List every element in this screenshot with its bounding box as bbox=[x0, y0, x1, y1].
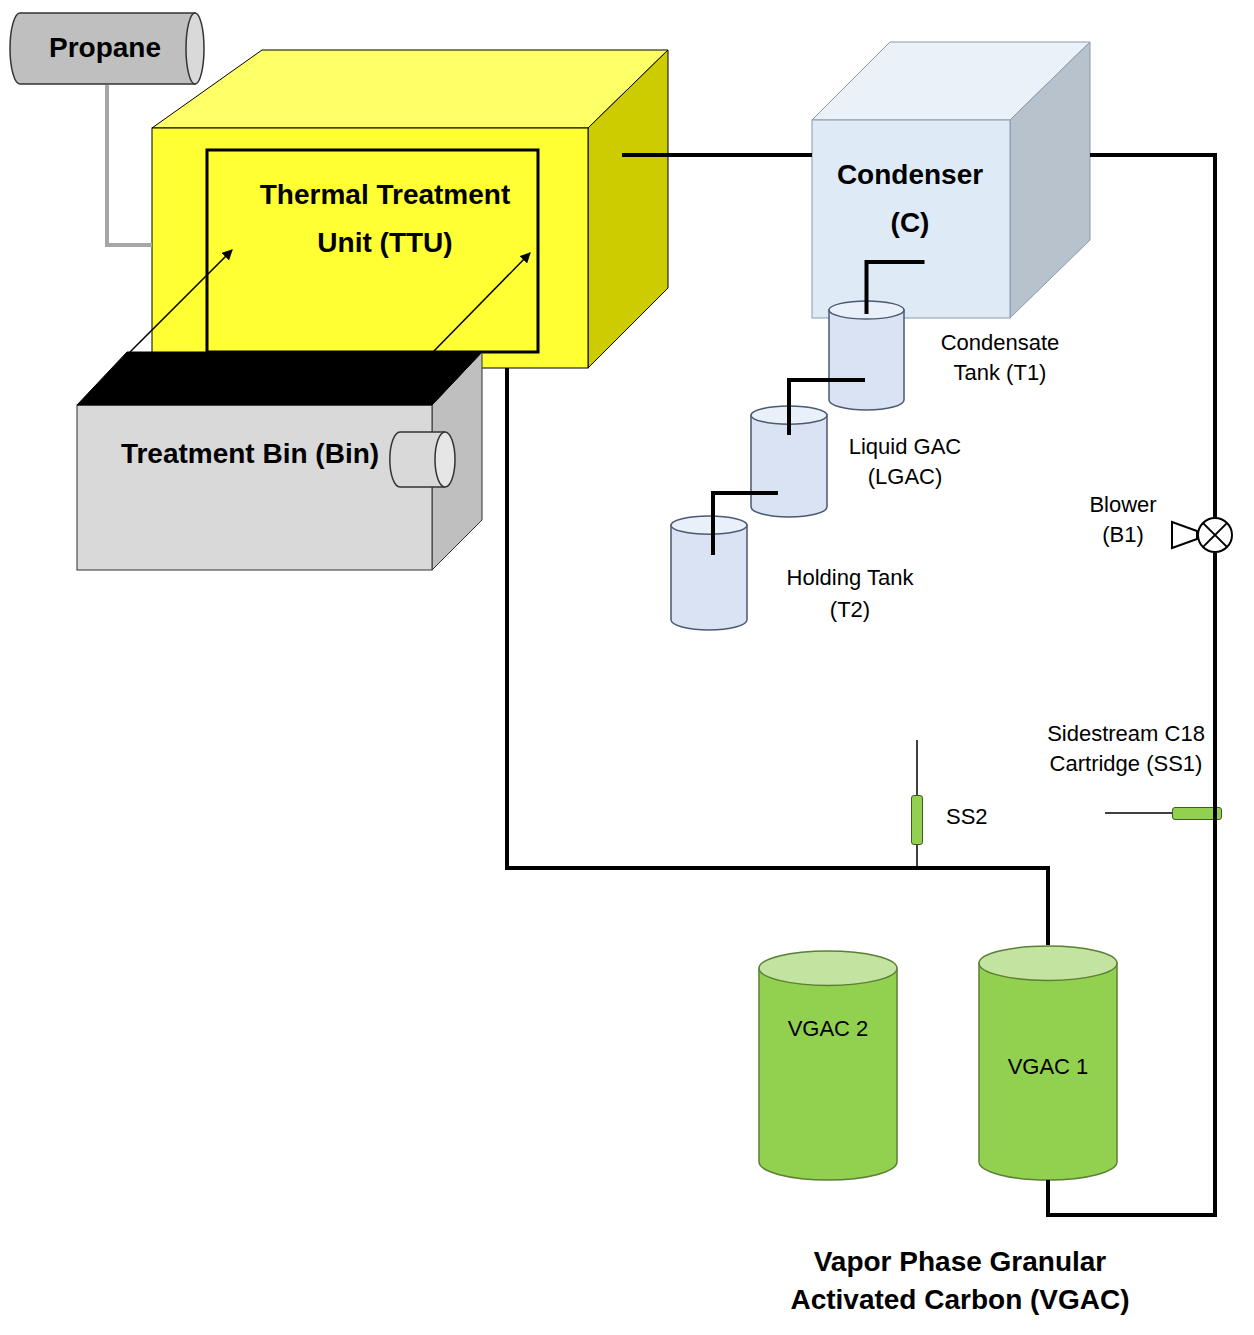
node-label: Holding Tank (T2) bbox=[770, 562, 930, 626]
bin-front-face bbox=[77, 405, 432, 570]
treatment-bin: Treatment Bin (Bin) bbox=[77, 405, 432, 570]
node-label: SS2 bbox=[946, 804, 1006, 830]
pipe-connector bbox=[107, 85, 152, 245]
condenser: Condenser (C) bbox=[812, 120, 1010, 318]
liquid-gac-vessel: Liquid GAC (LGAC) bbox=[750, 405, 828, 517]
condenser-front-face bbox=[812, 120, 1010, 318]
pipe-connector bbox=[1090, 155, 1215, 517]
holding-tank: Holding Tank (T2) bbox=[670, 515, 748, 630]
node-label: Treatment Bin (Bin) bbox=[120, 432, 380, 476]
node-label: Blower (B1) bbox=[1078, 490, 1168, 550]
condensate-tank-outline bbox=[828, 300, 905, 410]
blower-symbol: Blower (B1) bbox=[1172, 517, 1235, 553]
vgac-vessel: VGAC 2 bbox=[758, 950, 898, 1180]
ttu-front-face bbox=[152, 128, 588, 368]
sidestream-cartridge: SS2 bbox=[911, 795, 923, 845]
ttu-side-face bbox=[588, 50, 668, 368]
node-label: Propane bbox=[20, 30, 190, 66]
condensate-tank: Condensate Tank (T1) bbox=[828, 300, 905, 410]
node-label: Liquid GAC (LGAC) bbox=[830, 432, 980, 492]
arrow-connector bbox=[130, 250, 232, 352]
group-caption: Vapor Phase Granular Activated Carbon (V… bbox=[760, 1243, 1160, 1319]
holding-tank-outline bbox=[670, 515, 748, 630]
arrow-connector bbox=[433, 253, 530, 352]
propane-cylinder: Propane bbox=[10, 12, 205, 85]
node-label: Sidestream C18 Cartridge (SS1) bbox=[1031, 719, 1221, 779]
sidestream-cartridge: Sidestream C18 Cartridge (SS1) bbox=[1172, 807, 1222, 820]
node-label: VGAC 1 bbox=[978, 1053, 1118, 1081]
liquid-gac-vessel-outline bbox=[750, 405, 828, 517]
node-label: Condenser (C) bbox=[830, 151, 990, 247]
vgac-vessel: VGAC 1 bbox=[978, 945, 1118, 1180]
condenser-side-face bbox=[1010, 42, 1090, 318]
pipe-connector bbox=[507, 368, 1048, 945]
bin-handle-end bbox=[435, 432, 455, 487]
node-label: VGAC 2 bbox=[758, 1015, 898, 1043]
node-label: Thermal Treatment Unit (TTU) bbox=[230, 171, 540, 267]
node-label: Condensate Tank (T1) bbox=[925, 328, 1075, 388]
ttu-top-face bbox=[152, 50, 668, 128]
vgac-vessel-outline bbox=[758, 950, 898, 1180]
bin-top-face bbox=[77, 352, 482, 405]
pipe-connector bbox=[622, 153, 812, 157]
thermal-treatment-unit: Thermal Treatment Unit (TTU) bbox=[152, 128, 588, 368]
blower-symbol-outline bbox=[1172, 517, 1235, 553]
